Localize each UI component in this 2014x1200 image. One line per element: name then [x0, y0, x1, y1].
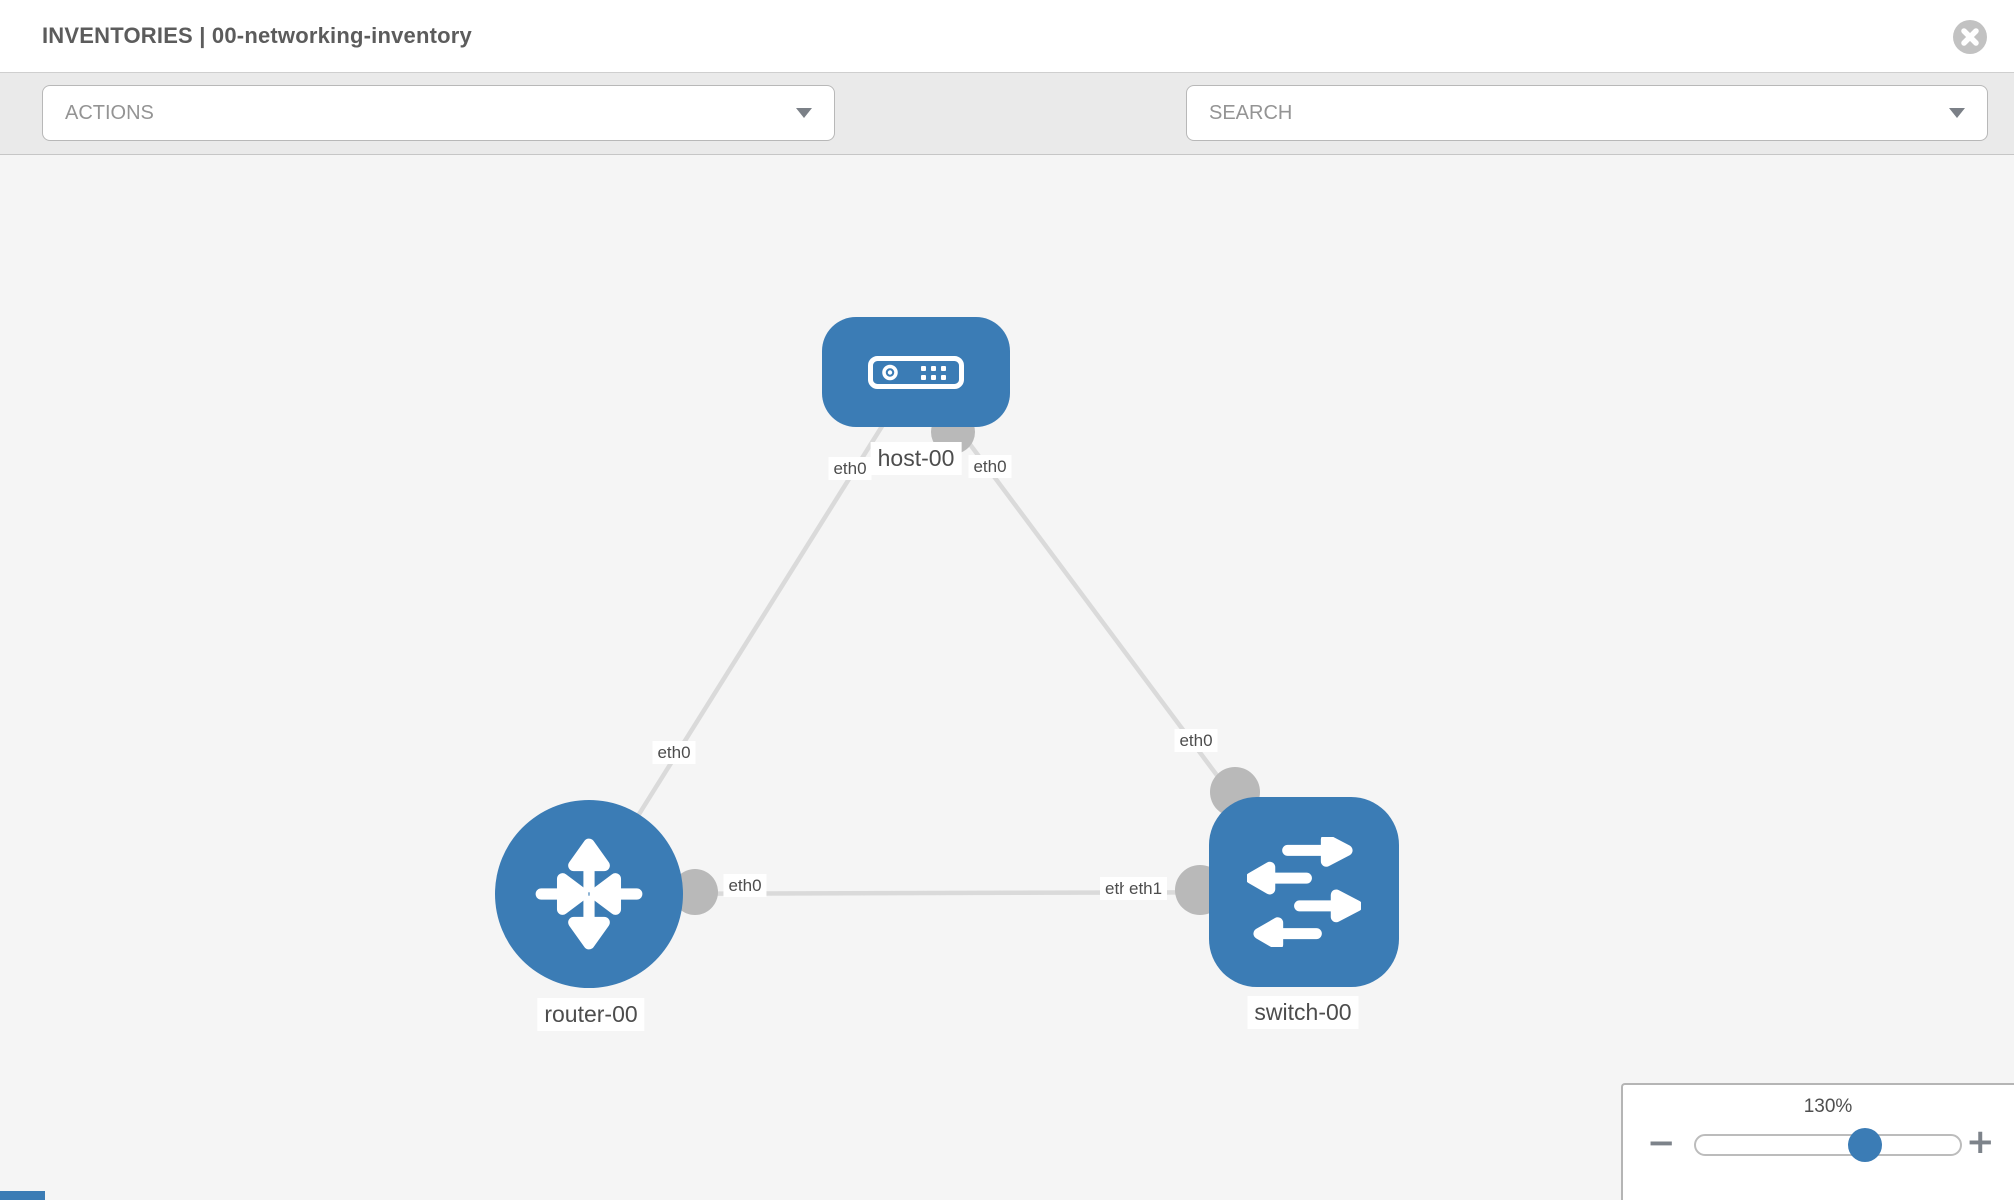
- interface-label-host-to-switch: eth0: [968, 455, 1012, 479]
- node-label-host: host-00: [870, 442, 962, 475]
- search-dropdown[interactable]: SEARCH: [1186, 85, 1988, 141]
- interface-label-switch-to-host: eth0: [1174, 729, 1218, 753]
- actions-dropdown-label: ACTIONS: [65, 101, 154, 124]
- chevron-down-icon: [1949, 108, 1965, 118]
- zoom-slider-thumb[interactable]: [1848, 1128, 1882, 1162]
- node-label-router: router-00: [537, 998, 645, 1031]
- page-title: INVENTORIES | 00-networking-inventory: [42, 23, 472, 48]
- node-router-00[interactable]: [495, 800, 683, 988]
- zoom-out-button[interactable]: −: [1647, 1123, 1676, 1163]
- interface-label-router-to-host: eth0: [652, 741, 696, 765]
- interface-label-host-to-router: eth0: [828, 457, 872, 481]
- search-dropdown-label: SEARCH: [1209, 101, 1293, 124]
- toolbar: ACTIONS SEARCH: [0, 73, 2014, 155]
- router-arrows-icon: [535, 838, 643, 950]
- zoom-slider-track[interactable]: [1694, 1134, 1962, 1156]
- interface-label-switch-to-router: eth1: [1124, 877, 1168, 901]
- interface-label-router-to-switch: eth0: [723, 874, 767, 898]
- node-host-00[interactable]: [822, 317, 1010, 427]
- bottom-left-blue-strip: [0, 1191, 45, 1200]
- chevron-down-icon: [796, 108, 812, 118]
- node-switch-00[interactable]: [1209, 797, 1399, 987]
- zoom-panel: 130% − +: [1621, 1083, 2014, 1200]
- zoom-value: 130%: [1803, 1096, 1853, 1117]
- zoom-in-button[interactable]: +: [1966, 1122, 1995, 1162]
- actions-dropdown[interactable]: ACTIONS: [42, 85, 835, 141]
- node-label-switch: switch-00: [1247, 996, 1359, 1029]
- link-endpoint-router: [672, 869, 718, 915]
- switch-arrows-icon: [1247, 837, 1361, 947]
- close-icon[interactable]: [1953, 20, 1987, 54]
- app-header: INVENTORIES | 00-networking-inventory: [0, 0, 2014, 73]
- server-icon: [868, 355, 964, 389]
